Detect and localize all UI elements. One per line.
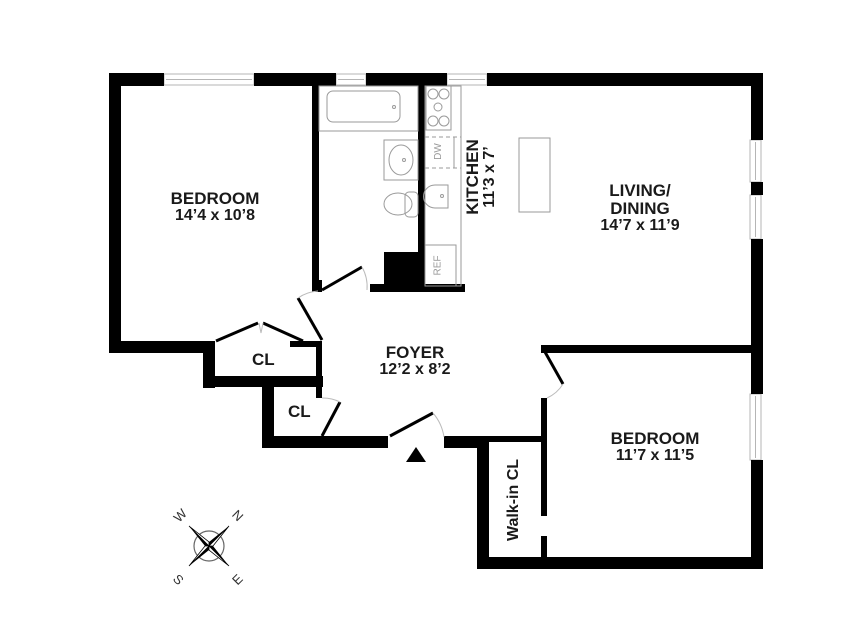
room-name: KITCHEN	[463, 139, 482, 215]
room-name-line1: LIVING/	[609, 181, 671, 200]
room-dimensions: 14’4 x 10’8	[174, 206, 256, 224]
closet-2-label: CL	[288, 402, 311, 421]
walls	[109, 73, 763, 569]
bedroom-2-label: BEDROOM 11’7 x 11’5	[590, 430, 720, 465]
room-name: BEDROOM	[610, 429, 700, 448]
bathroom-fixtures	[318, 85, 419, 218]
walk-in-closet-label: Walk-in CL	[505, 458, 522, 542]
room-dimensions: 11’3 x 7’	[480, 146, 498, 208]
dishwasher-label: DW	[432, 143, 444, 160]
doors	[215, 265, 565, 438]
door-swings	[258, 266, 564, 438]
bedroom-1-label: BEDROOM 14’4 x 10’8	[150, 190, 280, 225]
compass-icon	[188, 525, 230, 567]
room-dimensions: 11’7 x 11’5	[615, 446, 695, 464]
room-dimensions: 12’2 x 8’2	[379, 360, 451, 378]
foyer-label: FOYER 12’2 x 8’2	[360, 344, 470, 379]
entry-arrow-icon	[406, 447, 426, 462]
room-name-line2: DINING	[610, 198, 670, 218]
living-dining-label: LIVING/ DINING 14’7 x 11’9	[580, 182, 700, 234]
room-dimensions: 14’7 x 11’9	[600, 216, 680, 234]
room-name: BEDROOM	[170, 189, 260, 208]
kitchen-fixtures	[423, 85, 551, 287]
windows	[163, 73, 762, 461]
kitchen-label: KITCHEN 11’3 x 7’	[463, 127, 502, 227]
refrigerator-label: REF	[432, 255, 444, 276]
room-name: FOYER	[385, 343, 445, 362]
closet-1-label: CL	[252, 350, 275, 369]
